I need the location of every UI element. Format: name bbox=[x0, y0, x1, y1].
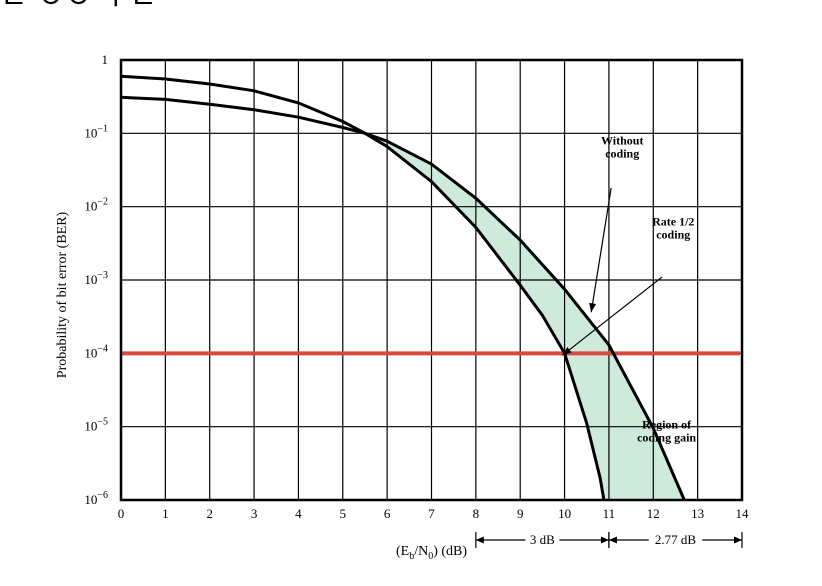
x-tick-label: 11 bbox=[603, 506, 616, 521]
y-tick-label: 1 bbox=[102, 52, 109, 67]
x-tick-label: 2 bbox=[206, 506, 213, 521]
y-tick-label: 10−2 bbox=[84, 197, 108, 214]
x-tick-label: 7 bbox=[428, 506, 435, 521]
x-tick-label: 9 bbox=[517, 506, 524, 521]
dimension-arrowhead bbox=[600, 536, 609, 544]
annotation-rate-half-coding-arrow-head bbox=[562, 347, 572, 356]
dimension-arrowhead bbox=[608, 536, 617, 544]
y-ticks: 1 10−1 10−2 10−3 10−4 10−5 10−6 bbox=[84, 52, 108, 507]
y-tick-label: 10−6 bbox=[84, 490, 108, 507]
shaded-region bbox=[364, 133, 685, 501]
annotation-without-coding-arrow-head bbox=[589, 302, 597, 313]
dimension-arrowhead bbox=[475, 536, 484, 544]
y-tick-label: 10−5 bbox=[84, 417, 108, 434]
y-tick-label: 10−1 bbox=[84, 123, 108, 140]
series-rate-half-coding bbox=[120, 74, 606, 501]
plot-border bbox=[119, 58, 744, 502]
x-tick-label: 13 bbox=[691, 506, 704, 521]
x-tick-label: 8 bbox=[473, 506, 480, 521]
x-tick-label: 5 bbox=[340, 506, 347, 521]
series-without-coding bbox=[120, 95, 686, 501]
coding-gain-region bbox=[364, 133, 685, 501]
dimension-label: 2.77 dB bbox=[655, 532, 697, 547]
x-tick-label: 4 bbox=[295, 506, 302, 521]
y-tick-label: 10−3 bbox=[84, 270, 108, 287]
dimension-label: 3 dB bbox=[530, 532, 555, 547]
y-tick-label: 10−4 bbox=[84, 343, 108, 360]
x-tick-label: 1 bbox=[162, 506, 169, 521]
series bbox=[120, 74, 686, 501]
annotation-without-coding-arrow bbox=[590, 187, 612, 313]
x-axis-label: (Eb/N0) (dB) bbox=[396, 544, 467, 562]
x-tick-label: 14 bbox=[736, 506, 750, 521]
y-axis-label: Probability of bit error (BER) bbox=[55, 211, 70, 378]
x-tick-label: 3 bbox=[251, 506, 258, 521]
x-tick-label: 0 bbox=[118, 506, 125, 521]
x-tick-label: 10 bbox=[558, 506, 571, 521]
dimension-arrowhead bbox=[734, 536, 742, 544]
annotation-rate-half-coding-arrow bbox=[561, 276, 663, 356]
plot-frame bbox=[119, 58, 744, 502]
x-tick-label: 6 bbox=[384, 506, 391, 521]
cut-off-title: ㄷ ㅇㅇ ㅜㄷ bbox=[0, 0, 157, 16]
x-tick-label: 12 bbox=[647, 506, 660, 521]
gain-dimensions: 3 dB 2.77 dB bbox=[475, 532, 743, 548]
